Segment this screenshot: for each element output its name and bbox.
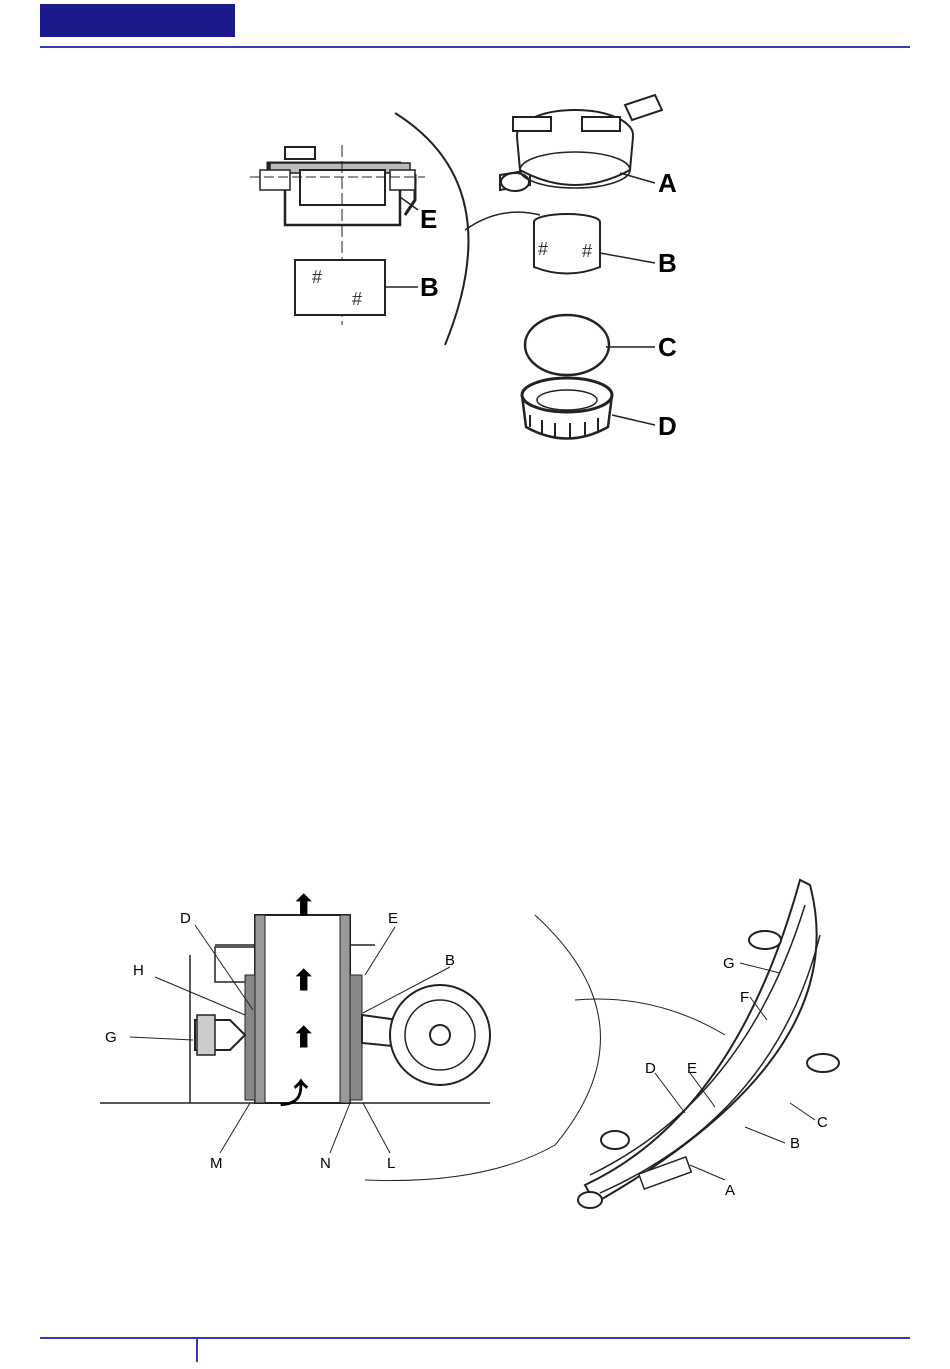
detail-label-m: M <box>210 1155 223 1172</box>
filter-exploded-drawing: E # # B A # # B <box>230 75 720 485</box>
label-c: C <box>658 332 677 362</box>
assembly-label-e: E <box>687 1060 697 1077</box>
label-b-detail: B <box>420 272 439 302</box>
assembly-label-g: G <box>723 955 735 972</box>
filter-strainer: # # <box>534 214 600 274</box>
label-d: D <box>658 411 677 441</box>
label-e: E <box>420 204 437 234</box>
curved-squeegee <box>578 880 839 1208</box>
assembly-label-d: D <box>645 1060 656 1077</box>
filter-ring-nut <box>522 378 612 439</box>
assembly-label-a: A <box>725 1182 735 1199</box>
svg-text:#: # <box>352 289 362 309</box>
label-b: B <box>658 248 677 278</box>
svg-text:⤴: ⤴ <box>280 1077 309 1109</box>
svg-text:⬆: ⬆ <box>292 965 315 996</box>
svg-text:#: # <box>582 241 592 261</box>
svg-text:⬆: ⬆ <box>292 890 315 921</box>
detail-label-b: B <box>445 952 455 969</box>
footer-rule <box>40 1337 910 1339</box>
header-color-block <box>40 4 235 37</box>
squeegee-figure: ⬆ ⬆ ⬆ ⤴ D E H B G M N L <box>95 875 875 1215</box>
detail-label-l: L <box>387 1155 395 1172</box>
squeegee-drawing: ⬆ ⬆ ⬆ ⤴ D E H B G M N L <box>95 875 875 1215</box>
detail-label-e: E <box>388 910 398 927</box>
detail-leader <box>465 212 540 230</box>
locking-knob <box>195 1015 245 1055</box>
assembly-label-c: C <box>817 1114 828 1131</box>
detail-leader-2 <box>575 999 725 1035</box>
svg-text:⬆: ⬆ <box>292 1022 315 1053</box>
footer-tick <box>196 1337 198 1362</box>
detail-label-h: H <box>133 962 144 979</box>
detail-label-g: G <box>105 1029 117 1046</box>
section-strainer-detail: # # <box>295 260 385 315</box>
detail-label-d: D <box>180 910 191 927</box>
header-rule <box>40 46 910 48</box>
svg-text:#: # <box>312 267 322 287</box>
filter-exploded-figure: E # # B A # # B <box>230 75 720 485</box>
detail-label-n: N <box>320 1155 331 1172</box>
filter-o-ring <box>525 315 609 375</box>
label-a: A <box>658 168 677 198</box>
assembly-label-b: B <box>790 1135 800 1152</box>
filter-housing <box>500 95 662 191</box>
svg-text:#: # <box>538 239 548 259</box>
assembly-label-f: F <box>740 989 749 1006</box>
suction-tube-section: ⬆ ⬆ ⬆ ⤴ <box>245 890 362 1109</box>
